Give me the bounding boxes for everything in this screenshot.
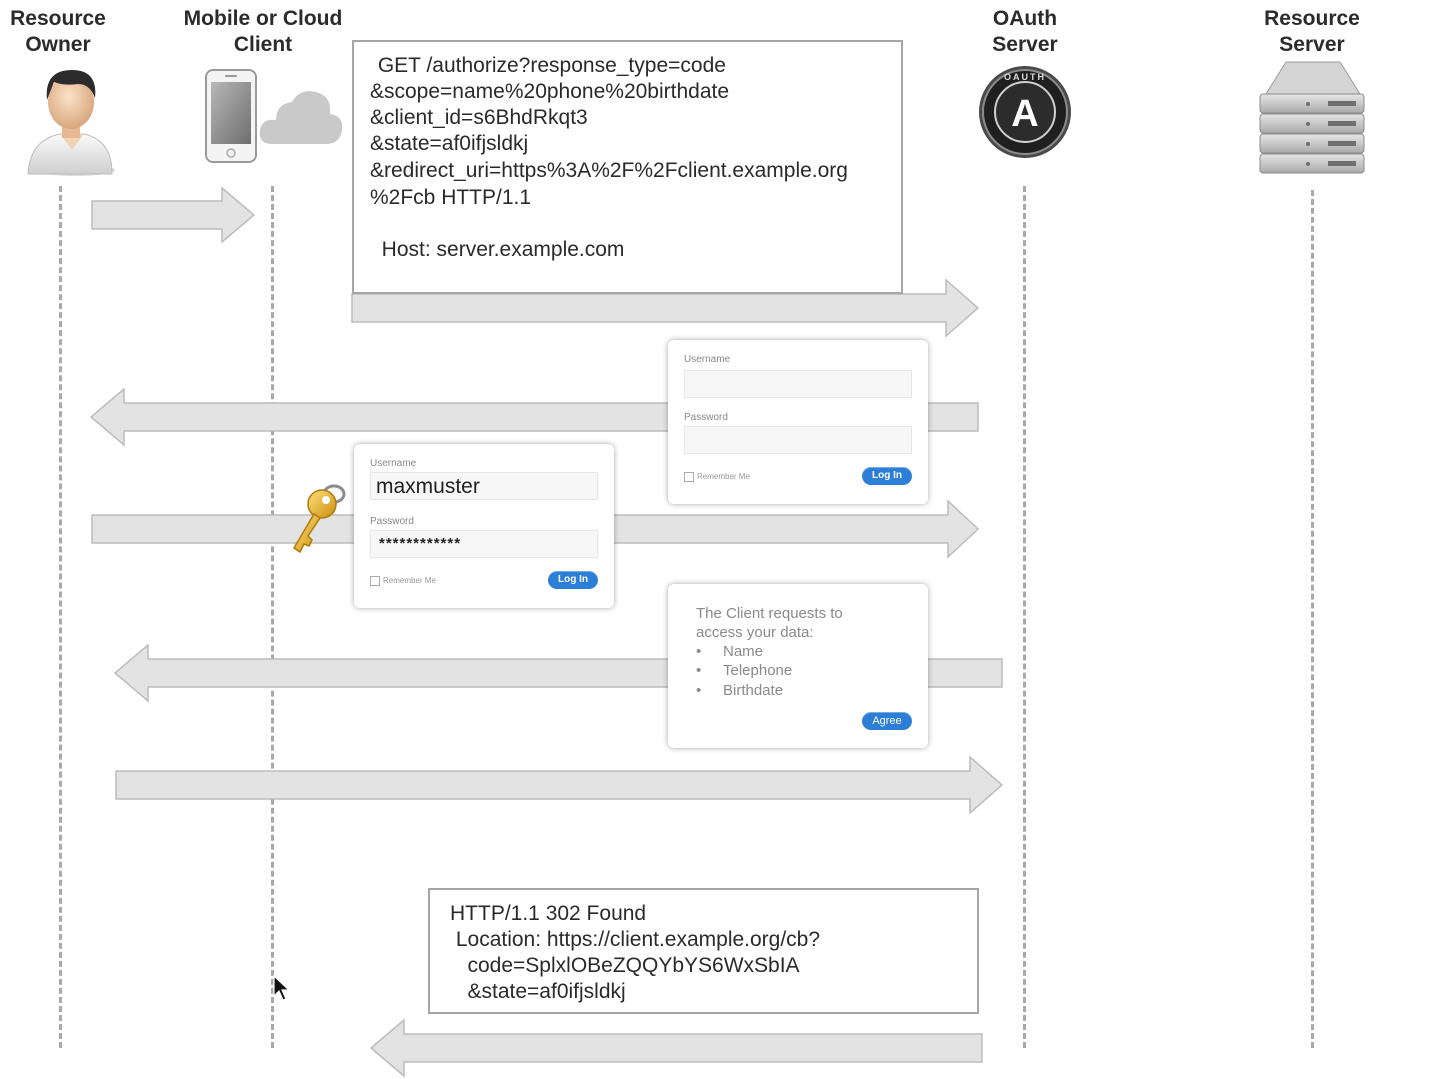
actor-resource-owner-label: Resource Owner [10,7,106,56]
consent-item-birthdate: Birthdate [723,682,784,699]
auth-request-line: &scope=name%20phone%20birthdate [370,80,730,103]
cloud-icon [259,91,343,144]
lifeline-resource-server [1311,190,1314,1048]
login-form-empty: Username Password Remember Me Log In [668,340,928,504]
auth-request-line: &redirect_uri=https%3A%2F%2Fclient.examp… [370,159,848,182]
password-label: Password [684,412,728,423]
lifeline-resource-owner [59,186,62,1048]
password-field[interactable] [684,426,912,454]
actor-oauth-server-label: OAuth Server [992,7,1058,56]
arrow-client-to-oauth-authorize [351,278,980,338]
consent-text-line1: The Client requests to [696,605,843,622]
username-field[interactable] [684,370,912,398]
consent-bullet: • [696,682,702,699]
lifeline-oauth-server [1023,186,1026,1048]
consent-bullet: • [696,643,702,660]
username-label: Username [370,458,417,469]
arrow-oauth-to-client-redirect [369,1018,983,1078]
person-icon [27,70,115,176]
consent-bullet: • [696,662,702,679]
username-value: maxmuster [376,475,480,498]
redirect-response-line: code=SplxlOBeZQQYbYS6WxSbIA [450,954,800,977]
login-button[interactable]: Log In [862,467,912,485]
auth-request-line: &state=af0ifjsldkj [370,132,529,155]
consent-item-telephone: Telephone [723,662,793,679]
remember-me-checkbox[interactable]: Remember Me [370,576,436,586]
consent-dialog: The Client requests to access your data:… [668,584,928,748]
mouse-cursor-icon [273,974,291,1001]
username-label: Username [684,354,731,365]
oauth-badge-letter: A [1011,93,1038,135]
password-label: Password [370,516,414,527]
redirect-response-box: HTTP/1.1 302 Found Location: https://cli… [428,888,979,1014]
actor-resource-server-label: Resource Server [1264,7,1360,56]
phone-icon [205,69,257,163]
arrow-owner-to-client [91,186,256,244]
arrow-owner-to-oauth-agree [115,755,1004,815]
key-icon [292,484,346,554]
oauth-badge-ring-text: OAUTH [1004,72,1046,82]
redirect-response-line: HTTP/1.1 302 Found [450,902,647,925]
auth-request-host: Host: server.example.com [370,238,625,261]
remember-me-label: Remember Me [697,472,750,482]
password-field[interactable]: ************ [370,530,598,558]
login-form-filled: Username maxmuster Password ************… [354,444,614,608]
consent-text-line2: access your data: [696,624,814,641]
redirect-response-line: &state=af0ifjsldkj [450,980,626,1003]
authorization-request-box: GET /authorize?response_type=code &scope… [352,40,903,294]
username-field[interactable]: maxmuster [370,472,598,500]
auth-request-line: %2Fcb HTTP/1.1 [370,186,532,209]
agree-button[interactable]: Agree [862,712,912,730]
consent-item-name: Name [723,643,764,660]
auth-request-line: &client_id=s6BhdRkqt3 [370,106,588,129]
remember-me-checkbox[interactable]: Remember Me [684,472,750,482]
actor-client-label: Mobile or Cloud Client [183,7,343,56]
redirect-response-line: Location: https://client.example.org/cb? [450,928,821,951]
server-rack-icon [1259,61,1365,174]
auth-request-line: GET /authorize?response_type=code [372,54,726,77]
login-button[interactable]: Log In [548,571,598,589]
password-value: ************ [379,535,462,552]
lifeline-client [271,186,274,1048]
remember-me-label: Remember Me [383,576,436,586]
oauth-logo-icon: OAUTH A [979,66,1071,158]
